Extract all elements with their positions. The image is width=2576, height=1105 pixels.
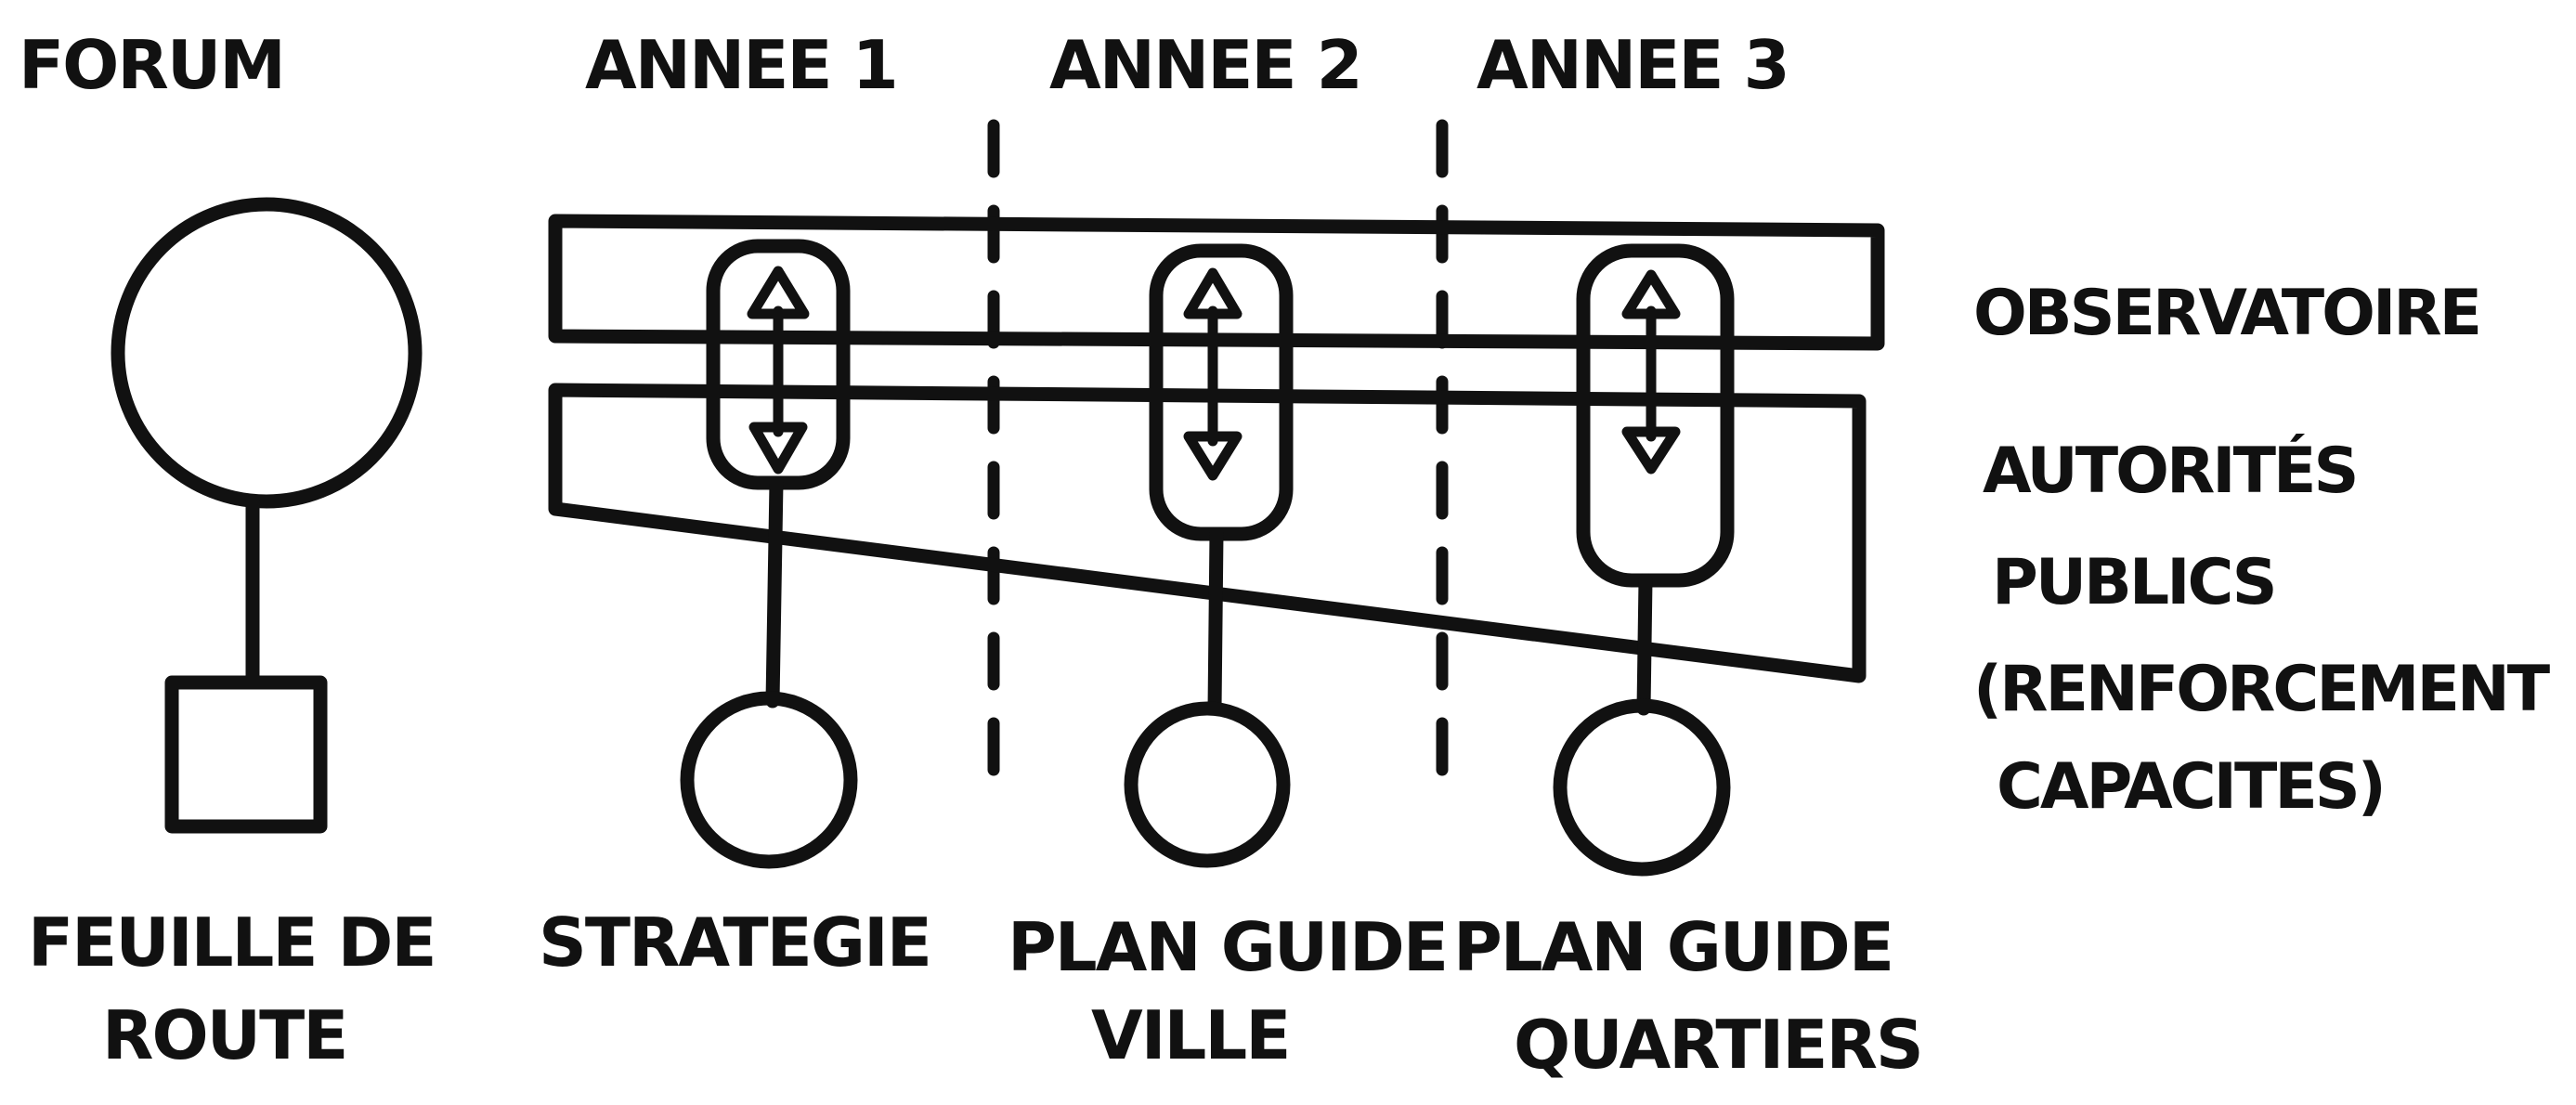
plan-guide-quartiers-label-line-2: QUARTIERS [1514,1006,1922,1084]
year-3-arrow-down-icon [1621,426,1681,474]
year-3-title: ANNEE 3 [1477,26,1789,104]
feuille-de-route-label-line-2: ROUTE [102,996,346,1074]
strategie-circle [680,691,858,869]
plan-guide-quartiers-circle [1553,698,1731,877]
plan-guide-ville-label-line-1: PLAN GUIDE [1008,908,1447,986]
year-2-connector [1207,526,1224,716]
autorites-band [548,383,1867,683]
plan-guide-ville-label-line-2: VILLE [1091,996,1289,1074]
feuille-de-route-label-line-1: FEUILLE DE [28,904,436,982]
year-1-connector [765,475,784,708]
autorites-label-line-3: (RENFORCEMENT [1973,653,2551,726]
forum-circle [111,197,423,509]
year-2-title: ANNEE 2 [1049,26,1361,104]
year-1-title: ANNEE 1 [585,26,897,104]
observatoire-band [548,214,1885,351]
year-1-arrow-down-icon [748,422,808,474]
year-3-capsule [1576,243,1735,588]
year-1-arrow-up-icon [747,266,810,319]
strategie-label: STRATEGIE [539,904,930,982]
autorites-label-line-4: CAPACITES) [1997,750,2384,824]
feuille-de-route-square [164,675,328,834]
year-2-arrow-down-icon [1183,431,1242,481]
autorites-label-line-2: PUBLICS [1992,546,2275,619]
plan-guide-ville-circle [1124,701,1291,868]
forum-title: FORUM [19,26,284,104]
year-3-arrow-up-icon [1621,269,1681,319]
year-3-connector [1636,573,1653,716]
year-1-exchange [680,239,858,869]
autorites-label-line-1: AUTORITÉS [1983,434,2356,508]
year-2-arrow-up-icon [1183,267,1242,319]
observatoire-label: OBSERVATOIRE [1973,277,2479,350]
year-2-exchange [1124,243,1294,868]
year-3-exchange [1553,243,1735,877]
plan-guide-quartiers-label-line-1: PLAN GUIDE [1453,908,1893,986]
